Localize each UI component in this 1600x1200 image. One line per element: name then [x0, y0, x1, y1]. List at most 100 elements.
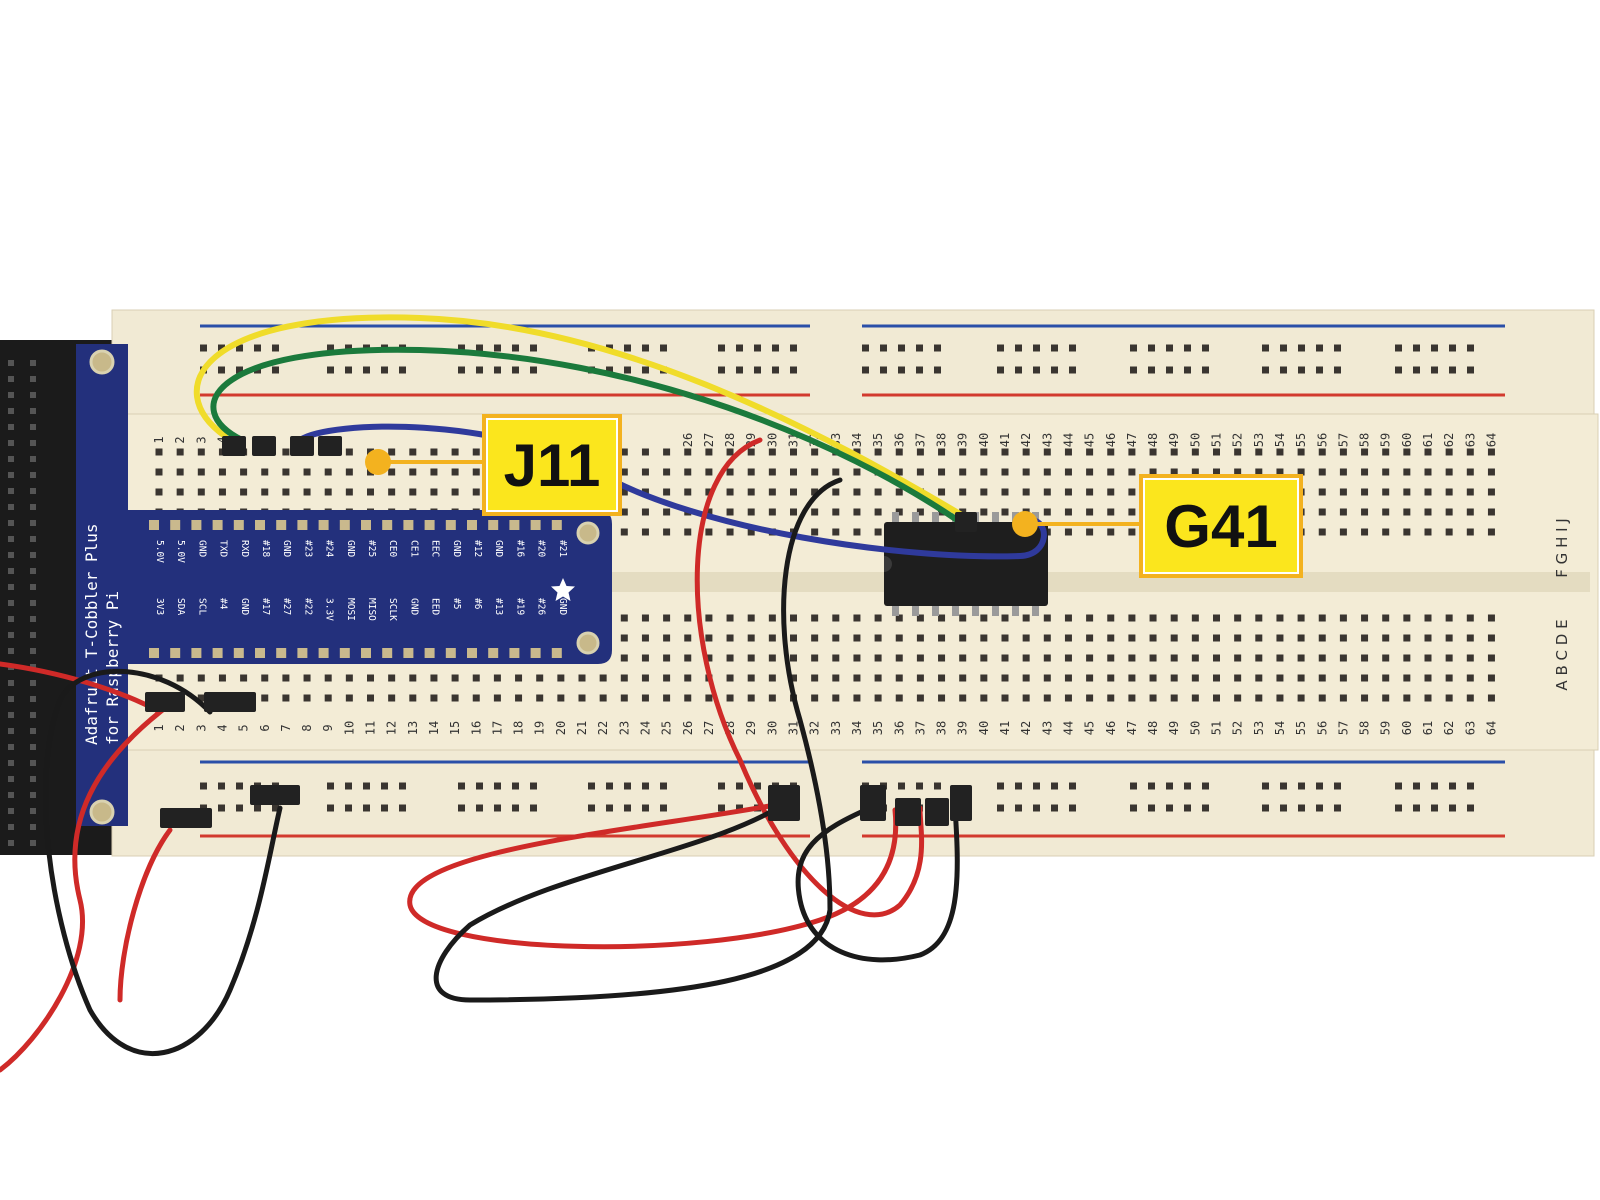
black-wire-center [433, 477, 843, 1003]
rail-hole [327, 344, 334, 352]
cobbler-pin [530, 520, 541, 530]
cobbler-pin-label: GND [345, 540, 356, 557]
rail-hole [934, 366, 941, 374]
hole [663, 674, 671, 682]
rail-hole [1467, 804, 1474, 812]
rail-hole [790, 344, 797, 352]
hole [768, 488, 776, 496]
t-cobbler-board: Adafruit T-Cobbler Plus for Raspberry Pi… [76, 344, 612, 826]
hole [684, 654, 692, 662]
cobbler-pin-label: #21 [557, 540, 568, 557]
column-number: 61 [1421, 721, 1435, 735]
ribbon-pin [8, 552, 14, 558]
hole [261, 674, 269, 682]
hole [768, 468, 776, 476]
hole [684, 448, 692, 456]
hole [980, 654, 988, 662]
cobbler-pin-label: #6 [472, 598, 483, 610]
hole [1107, 488, 1115, 496]
cobbler-pin [509, 520, 520, 530]
rail-hole [458, 366, 465, 374]
hole [768, 634, 776, 642]
hole [1128, 654, 1136, 662]
hole [1361, 508, 1369, 516]
hole [684, 468, 692, 476]
hole [1234, 654, 1242, 662]
hole [726, 614, 734, 622]
column-number: 21 [575, 721, 589, 735]
rail-hole [1184, 344, 1191, 352]
rail-hole [218, 344, 225, 352]
ribbon-pin [8, 808, 14, 814]
hole [430, 468, 438, 476]
rail-hole [1069, 804, 1076, 812]
hole [811, 528, 819, 536]
hole [176, 674, 184, 682]
rail-hole [1051, 344, 1058, 352]
rail-hole [530, 782, 537, 790]
hole [155, 448, 163, 456]
rail-hole [736, 782, 743, 790]
hole [345, 488, 353, 496]
rail-hole [934, 344, 941, 352]
hole [1424, 488, 1432, 496]
hole [1128, 448, 1136, 456]
rail-hole [458, 782, 465, 790]
hole [324, 488, 332, 496]
ribbon-pin [30, 600, 36, 606]
rail-hole [1334, 782, 1341, 790]
hole [1086, 614, 1094, 622]
column-number: 39 [956, 721, 970, 735]
rail-hole [1449, 344, 1456, 352]
hole [980, 488, 988, 496]
hole [874, 614, 882, 622]
rail-hole [1033, 782, 1040, 790]
hole [1234, 448, 1242, 456]
hole [1487, 694, 1495, 702]
rail-hole [898, 344, 905, 352]
hole [853, 528, 861, 536]
rail-hole [1449, 366, 1456, 374]
cobbler-pin [339, 520, 350, 530]
hole [451, 488, 459, 496]
hole [641, 468, 649, 476]
column-number: 54 [1273, 433, 1287, 447]
column-number: 18 [512, 721, 526, 735]
hole [1107, 614, 1115, 622]
hole [1361, 468, 1369, 476]
hole [1466, 614, 1474, 622]
cobbler-pin-label: 3V3 [154, 598, 165, 615]
rail-hole [1148, 804, 1155, 812]
hole [620, 488, 628, 496]
hole [1107, 674, 1115, 682]
cobbler-pin-label: SCLK [387, 598, 398, 621]
red-wire-loop [407, 802, 899, 950]
hole [1001, 614, 1009, 622]
hole [1403, 468, 1411, 476]
hole [853, 468, 861, 476]
hole [451, 674, 459, 682]
hole [282, 488, 290, 496]
ribbon-pin [30, 632, 36, 638]
hole [1107, 694, 1115, 702]
column-number: 27 [702, 433, 716, 447]
ic-pin [932, 602, 939, 616]
ribbon-pin [8, 600, 14, 606]
hole [1086, 508, 1094, 516]
hole [1213, 674, 1220, 682]
rail-hole [736, 804, 743, 812]
hole [790, 614, 797, 622]
hole [1424, 508, 1432, 516]
column-number: 57 [1336, 433, 1350, 447]
rail-hole [494, 344, 501, 352]
rail-hole [1148, 344, 1155, 352]
hole [1064, 654, 1072, 662]
ic-pin [912, 602, 919, 616]
rail-hole [399, 804, 406, 812]
hole [451, 694, 459, 702]
rail-hole [345, 366, 352, 374]
hole [641, 448, 649, 456]
hole [874, 528, 882, 536]
hole [1128, 488, 1136, 496]
cobbler-pin [551, 648, 562, 658]
